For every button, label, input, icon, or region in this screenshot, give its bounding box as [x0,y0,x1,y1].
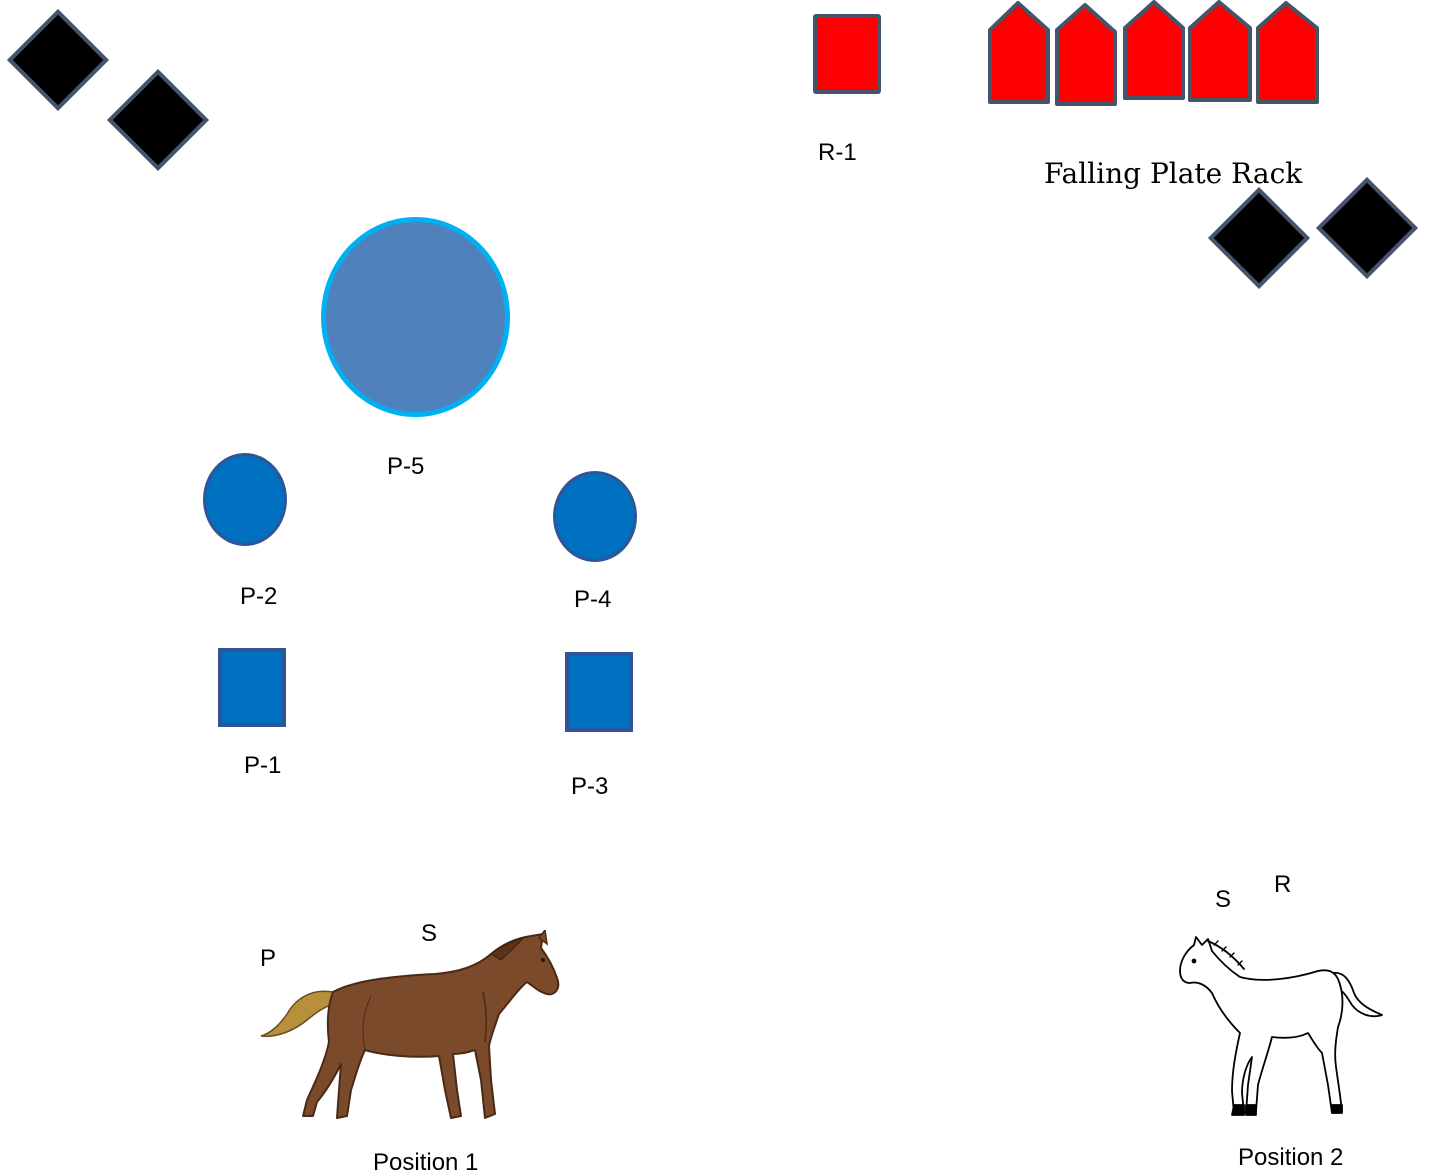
paper-target-p3 [565,652,633,732]
label-pos2-r: R [1274,871,1292,898]
red-plate-icon [1188,0,1252,102]
paper-target-p5 [321,217,510,417]
label-pos2-s: S [1215,886,1232,913]
red-plate-icon [1123,0,1185,100]
label-r1: R-1 [818,139,857,166]
no-shoot-diamond-icon [1208,187,1310,289]
falling-plate-rack [988,0,1319,106]
label-p2: P-2 [240,583,278,610]
label-p4: P-4 [574,586,612,613]
paper-target-p4 [553,471,637,562]
no-shoot-diamond-icon [1316,177,1418,279]
label-p1: P-1 [244,752,282,779]
red-plate-icon [1055,3,1117,106]
label-position1: Position 1 [373,1149,479,1176]
label-pos1-p: P [260,945,277,972]
paper-target-p2 [203,453,287,546]
label-pos1-s: S [421,920,438,947]
red-plate-icon [988,1,1050,104]
label-falling-plate-rack: Falling Plate Rack [1044,157,1303,190]
label-position2: Position 2 [1238,1144,1344,1171]
red-plate-icon [1256,1,1319,104]
paper-target-p1 [218,648,286,727]
label-p5: P-5 [387,453,425,480]
brown-horse-icon [260,930,560,1119]
no-shoot-diamond-icon [7,9,109,111]
no-shoot-diamond-icon [107,69,209,171]
outline-horse-icon [1179,936,1383,1116]
steel-target-r1 [813,14,881,94]
label-p3: P-3 [571,773,609,800]
